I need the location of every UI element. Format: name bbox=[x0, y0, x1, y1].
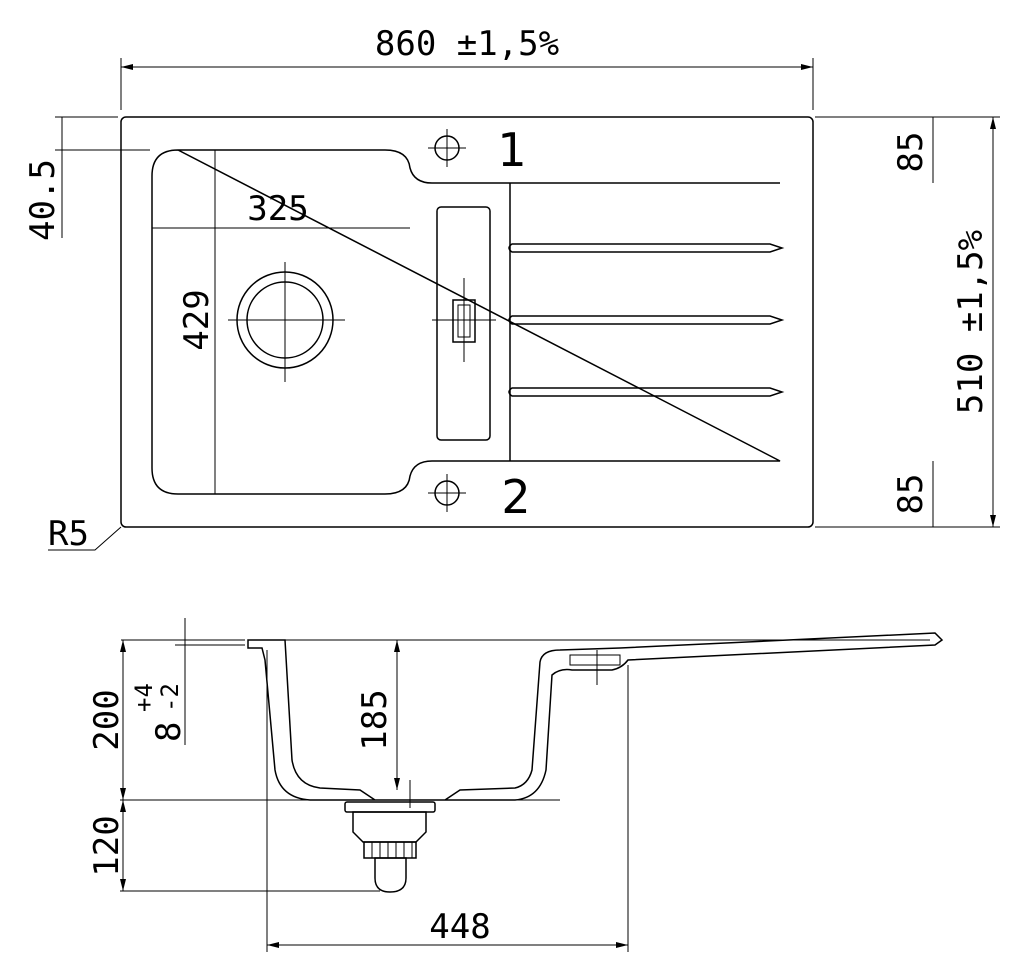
left-offset-dimension: 40.5 bbox=[23, 116, 150, 241]
waste-fitting bbox=[344, 780, 436, 893]
width-label: 860 ±1,5% bbox=[375, 24, 559, 64]
top-offset-label: 85 bbox=[891, 132, 931, 173]
height-dimensions: 200 120 bbox=[87, 640, 560, 892]
drainer-grooves bbox=[508, 243, 785, 397]
height-label: 200 bbox=[87, 689, 127, 750]
bowl-length-label: 429 bbox=[177, 289, 217, 350]
bowl-depth-dimension: 185 bbox=[355, 640, 400, 790]
rim-base-label: 8 bbox=[149, 722, 189, 742]
rim-dimension: 8 +4 -2 bbox=[130, 618, 245, 745]
hole-1-label: 1 bbox=[497, 123, 526, 177]
width-dimension: 860 ±1,5% bbox=[120, 24, 814, 110]
bowl-depth-label: 185 bbox=[355, 689, 395, 750]
rim-tol-plus: +4 bbox=[130, 683, 158, 712]
rim-tol-minus: -2 bbox=[156, 683, 184, 712]
tap-hole-2: 2 bbox=[428, 470, 531, 524]
bowl-outline bbox=[151, 149, 781, 495]
left-offset-label: 40.5 bbox=[23, 159, 63, 241]
tap-hole-1: 1 bbox=[428, 123, 527, 177]
sink-outline bbox=[120, 116, 814, 528]
cabinet-width-dimension: 448 bbox=[266, 650, 629, 952]
overflow bbox=[432, 206, 496, 441]
bottom-offset-label: 85 bbox=[891, 474, 931, 515]
cabinet-width-label: 448 bbox=[429, 907, 490, 947]
top-view: 860 ±1,5% 325 429 1 2 bbox=[23, 24, 1000, 554]
tap-hole-section bbox=[569, 654, 621, 666]
depth-label: 510 ±1,5% bbox=[951, 230, 991, 414]
bowl-width-dimension: 325 bbox=[152, 189, 410, 229]
bowl-length-dimension: 429 bbox=[177, 150, 217, 494]
radius-label: R5 bbox=[48, 514, 89, 554]
radius-callout: R5 bbox=[48, 514, 122, 554]
right-dimensions: 85 85 510 ±1,5% bbox=[815, 116, 1000, 528]
basin-section bbox=[247, 632, 944, 801]
hole-2-label: 2 bbox=[501, 470, 530, 524]
below-height-label: 120 bbox=[87, 815, 127, 876]
side-view: 200 120 8 +4 -2 185 448 bbox=[87, 618, 944, 952]
bowl-width-label: 325 bbox=[247, 189, 308, 229]
drain-symbol bbox=[228, 262, 345, 382]
